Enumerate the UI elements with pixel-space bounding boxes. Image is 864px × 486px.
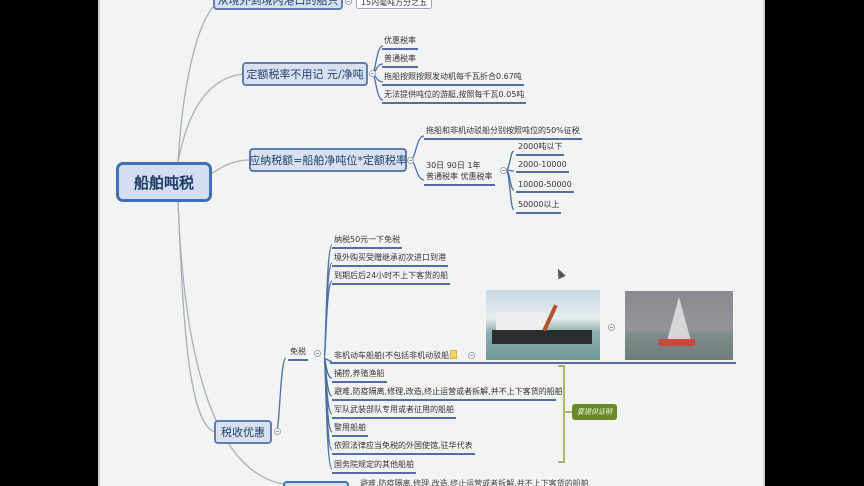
periods-line-2: 普通税率 优惠税率 [426, 172, 493, 181]
mindmap-canvas[interactable]: 从境外到境内港口的船只 15内毫吨方分之五 定额税率不用记 元/净吨 优惠税率 … [98, 0, 765, 486]
node-preferential[interactable]: 税收优惠 [214, 420, 272, 444]
leaf-tonnage-range: 50000以上 [516, 199, 562, 214]
exempt-item-non-motor: 非机动车船舶(不包括非机动驳船) [334, 351, 453, 360]
images-underline [484, 362, 736, 364]
leaf-tug-barge-rule: 拖船和非机动驳船分别按照吨位的50%征税 [424, 125, 582, 140]
leaf-yacht-rule: 无法提供吨位的游艇,按照每千瓦0.05吨 [382, 89, 527, 104]
note-icon[interactable] [450, 350, 457, 359]
collapse-toggle-icon[interactable] [468, 352, 475, 359]
leaf-normal-rate: 普通税率 [382, 53, 418, 68]
exempt-item: 捕捞,养殖渔船 [332, 368, 387, 383]
canvas-left-edge [98, 0, 100, 486]
exempt-item: 警用船舶 [332, 422, 368, 437]
exempt-item: 国务院规定的其他船舶 [332, 459, 416, 474]
exempt-item: 到期后后24小时不上下客货的船 [332, 270, 451, 285]
leaf-tonnage-range: 10000-50000 [516, 180, 574, 193]
summary-proof-required[interactable]: 要提供证明 [572, 404, 617, 420]
collapse-toggle-icon[interactable] [369, 70, 376, 77]
exempt-item: 纳税50元一下免税 [332, 234, 403, 249]
exempt-item: 依照法律应当免税的外国使馆,驻华代表 [332, 440, 475, 455]
barge-photo [486, 290, 600, 360]
bottom-cut-text: 避难,防疫隔离,修理,改造,终止运营或者拆解,并不上下客货的船舶 [360, 479, 589, 486]
node-fixed-rate[interactable]: 定额税率不用记 元/净吨 [242, 62, 368, 86]
exempt-item: 境外购买受赠继承初次进口到港 [332, 252, 448, 267]
non-motor-underline [330, 362, 484, 364]
exempt-item: 军队武装部队专用或者征用的船舶 [332, 404, 456, 419]
node-exempt[interactable]: 免税 [288, 346, 308, 361]
collapse-toggle-icon[interactable] [500, 167, 507, 174]
leaf-tonnage-range: 2000吨以下 [516, 141, 565, 156]
periods-line-1: 30日 90日 1年 [426, 161, 481, 170]
node-bottom-cut[interactable] [283, 481, 349, 486]
leaf-rate-fraction: 15内毫吨方分之五 [356, 0, 433, 9]
collapse-toggle-icon[interactable] [407, 157, 414, 164]
root-node[interactable]: 船舶吨税 [116, 162, 212, 202]
collapse-toggle-icon[interactable] [314, 350, 321, 357]
exempt-item: 避难,防疫隔离,修理,改造,终止运营或者拆解,并不上下客货的船舶 [332, 386, 563, 401]
collapse-toggle-icon[interactable] [345, 0, 352, 5]
sailboat-photo [625, 291, 733, 360]
leaf-tonnage-range: 2000-10000 [516, 160, 569, 173]
canvas-right-edge [763, 0, 765, 486]
leaf-tugboat-rule: 拖船按照按照发动机每千瓦折合0.67吨 [382, 71, 524, 86]
leaf-periods: 30日 90日 1年 普通税率 优惠税率 [424, 160, 495, 186]
leaf-preferential-rate: 优惠税率 [382, 35, 418, 50]
node-tax-formula[interactable]: 应纳税额=船舶净吨位*定额税率 [249, 148, 407, 172]
collapse-toggle-icon[interactable] [274, 428, 281, 435]
node-ships-from-abroad[interactable]: 从境外到境内港口的船只 [213, 0, 343, 10]
collapse-toggle-icon[interactable] [608, 324, 615, 331]
